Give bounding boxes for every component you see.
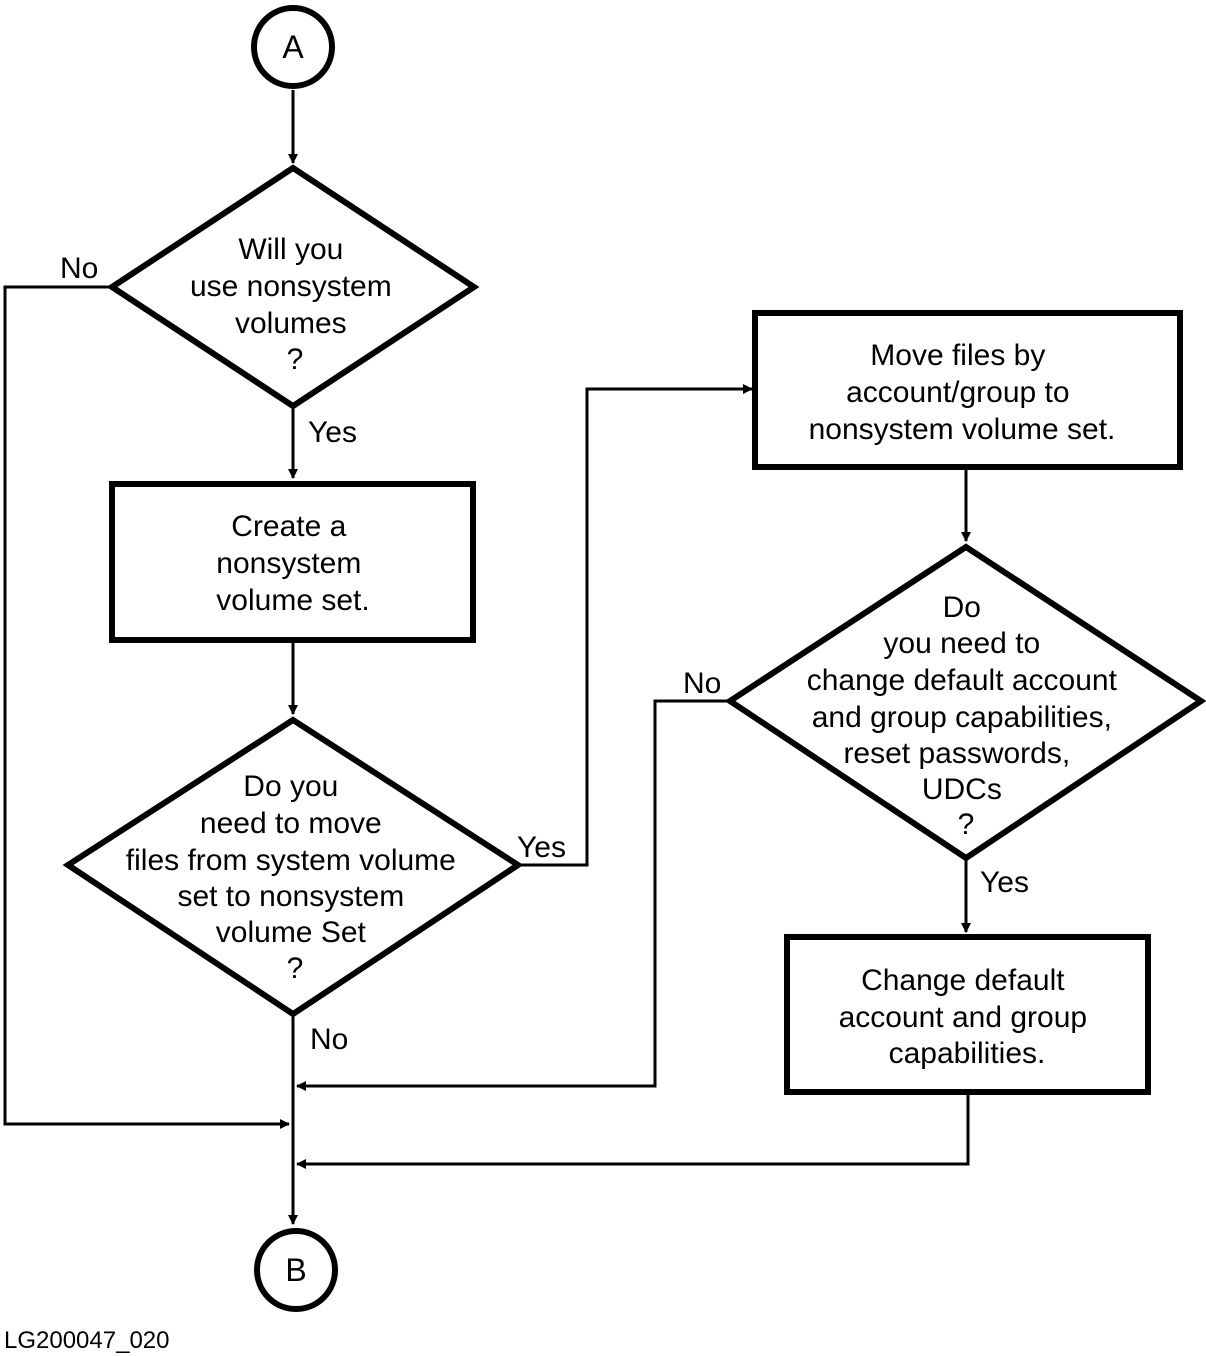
svg-text:B: B: [285, 1252, 306, 1288]
connector-a: A: [251, 5, 335, 89]
process-move-files: Move files by account/group to nonsystem…: [752, 310, 1183, 470]
svg-text:A: A: [282, 29, 304, 65]
decision2-no-label: No: [310, 1023, 348, 1056]
decision1-yes-label: Yes: [308, 416, 357, 449]
process-change-defaults: Change default account and group capabil…: [784, 934, 1151, 1095]
decision-use-nonsystem-volumes: Will you use nonsystem volumes ?: [106, 164, 480, 410]
process-create-volume-set: Create a nonsystem volume set.: [109, 481, 476, 643]
svg-text:Change default account a: Change default account and group capabil…: [839, 964, 1096, 1070]
decision2-yes-label: Yes: [517, 831, 566, 864]
decision3-no-label: No: [683, 667, 721, 700]
svg-text:Create a nonsystem: Create a nonsystem volume set.: [216, 510, 369, 617]
figure-id: LG200047_020: [4, 1327, 170, 1354]
decision-move-files: Do you need to move files from system vo…: [62, 716, 524, 1018]
decision3-yes-label: Yes: [980, 866, 1029, 899]
connector-b: B: [254, 1228, 338, 1312]
svg-text:Do you need to move: Do you need to move files from system vo…: [126, 770, 464, 985]
svg-text:Move files by account/gr: Move files by account/group to nonsystem…: [809, 339, 1116, 446]
decision-change-defaults: Do you need to change default account an…: [724, 543, 1206, 862]
svg-text:Do you need to cha: Do you need to change default account an…: [807, 591, 1126, 841]
decision1-no-label: No: [60, 252, 98, 285]
flow-decision1-no: [3, 285, 290, 1129]
svg-text:Will you use nonsystem: Will you use nonsystem volumes ?: [190, 233, 400, 376]
flow-process3-to-merge: [296, 1093, 970, 1169]
flow-decision3-no: [296, 699, 730, 1091]
flow-decision2-yes: [518, 384, 753, 867]
